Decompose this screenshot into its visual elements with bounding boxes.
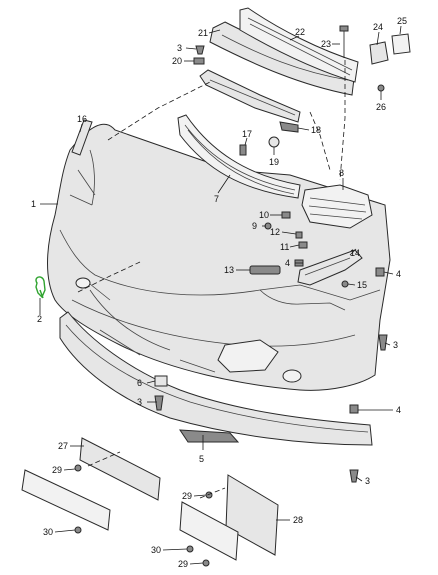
central-grille (177, 114, 301, 199)
callout-12: 12 (270, 227, 280, 237)
callout-2: 2 (37, 314, 42, 324)
callout-3-mid: 3 (137, 397, 142, 407)
callout-4-left: 4 (285, 258, 290, 268)
lower-spoiler (59, 311, 373, 446)
bumper-clip (154, 375, 168, 387)
callout-26: 26 (376, 102, 386, 112)
callout-16: 16 (77, 114, 87, 124)
callout-29-bottom: 29 (178, 559, 188, 569)
callout-4-right: 4 (396, 269, 401, 279)
callout-30-right: 30 (151, 545, 161, 555)
callout-20: 20 (172, 56, 182, 66)
callout-15: 15 (357, 280, 367, 290)
callout-4-lower: 4 (396, 405, 401, 415)
callout-3-bottom: 3 (365, 476, 370, 486)
callout-28: 28 (293, 515, 303, 525)
callout-13: 13 (224, 265, 234, 275)
license-plate-bracket (79, 437, 161, 501)
callout-labels: 1 2 3 3 3 3 3 4 4 4 5 6 7 8 9 10 11 12 1… (31, 16, 407, 569)
callout-1: 1 (31, 199, 36, 209)
callout-19: 19 (269, 157, 279, 167)
callout-23: 23 (321, 39, 331, 49)
callout-6: 6 (137, 378, 142, 388)
highlighted-cap-part-2 (35, 276, 46, 299)
callout-21: 21 (198, 28, 208, 38)
license-plate-frame (225, 474, 279, 556)
callout-9: 9 (252, 221, 257, 231)
callout-24: 24 (373, 22, 383, 32)
callout-18: 18 (311, 125, 321, 135)
callout-10: 10 (259, 210, 269, 220)
callout-5: 5 (199, 454, 204, 464)
callout-30-left: 30 (43, 527, 53, 537)
reflector-strip (249, 265, 281, 275)
callout-14: 14 (350, 248, 360, 258)
upper-grille (239, 7, 359, 83)
callout-17: 17 (242, 129, 252, 139)
callout-22: 22 (295, 27, 305, 37)
upper-rail (199, 69, 301, 133)
callout-29-mid: 29 (182, 491, 192, 501)
callout-7: 7 (214, 194, 219, 204)
fasteners (74, 25, 411, 567)
callout-29-left: 29 (52, 465, 62, 475)
callout-25: 25 (397, 16, 407, 26)
callout-11: 11 (280, 242, 289, 252)
callout-27: 27 (58, 441, 68, 451)
callout-8: 8 (339, 168, 344, 178)
license-plate-right (179, 501, 239, 561)
leader-lines (39, 25, 402, 565)
side-grille (301, 184, 373, 229)
assembly-lines (77, 60, 346, 499)
callout-3-top: 3 (177, 43, 182, 53)
license-plate-left (21, 469, 111, 531)
callout-3-right: 3 (393, 340, 398, 350)
